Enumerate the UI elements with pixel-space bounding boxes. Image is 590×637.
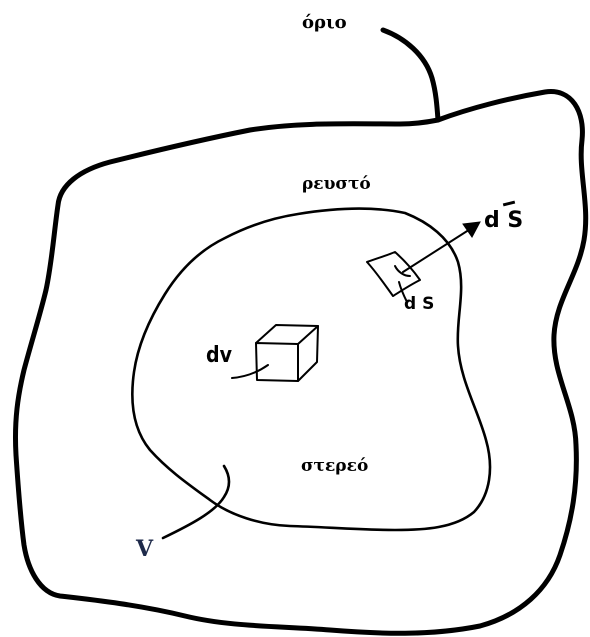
volume-element-label: dv	[206, 342, 232, 368]
surface-vector-label: d S	[484, 208, 524, 233]
cube-side-face	[297, 325, 319, 382]
fluid-label: ρευστό	[302, 174, 371, 194]
surface-element-label: d S	[404, 294, 435, 314]
normal-vector-arrow-line	[402, 225, 476, 273]
surface-element-patch	[366, 251, 421, 297]
solid-label: στερεό	[301, 456, 369, 476]
surface-patch-inner-mark	[394, 265, 411, 277]
volume-label: V	[136, 536, 154, 562]
ds-pointer-line	[398, 281, 408, 303]
solid-body-outline	[130, 207, 492, 532]
cube-top-face	[255, 324, 319, 345]
boundary-label: όριο	[302, 12, 347, 33]
dv-pointer-line	[231, 364, 269, 379]
normal-vector-arrowhead	[462, 221, 481, 238]
outer-boundary-curve	[12, 89, 589, 636]
boundary-leader-line	[380, 27, 441, 123]
volume-element-cube	[255, 324, 319, 382]
volume-leader-line	[161, 464, 231, 540]
cube-front-face	[255, 342, 299, 382]
